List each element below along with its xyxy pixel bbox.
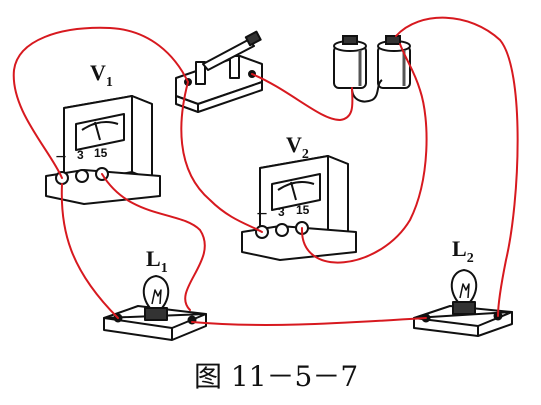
v1-terminal-3: [75, 169, 89, 183]
v2-needle: [290, 181, 297, 201]
l2-socket: [452, 301, 476, 315]
wire-switch-to-battery: [251, 73, 354, 122]
knife-switch: [175, 30, 263, 113]
wire-l1-to-l2: [191, 317, 427, 326]
l1-socket: [144, 307, 168, 321]
l2-label: L2: [452, 236, 474, 266]
v2-terminal-3: [275, 223, 289, 237]
switch-blade: [202, 39, 255, 71]
battery-left: [333, 35, 367, 89]
switch-post-right: [229, 55, 240, 79]
wires: [12, 16, 519, 326]
battery-right: [377, 35, 411, 89]
v2-terminal-label-neg: －: [256, 207, 268, 221]
v2-label: V2: [286, 132, 309, 162]
switch-handle: [244, 30, 262, 47]
v1-terminal-label-neg: －: [55, 150, 67, 164]
voltmeter-v2: [241, 155, 357, 261]
switch-post-left: [195, 61, 206, 85]
wire-v1-to-l1right: [101, 173, 206, 311]
battery-connector-wire: [351, 79, 383, 103]
lamp-l1: [103, 275, 207, 341]
l1-label: L1: [146, 246, 168, 276]
figure-caption: 图 11－5－7: [194, 360, 358, 393]
v1-terminal-label-15: 15: [94, 146, 108, 160]
voltmeter-v1: [45, 95, 161, 205]
switch-base-front: [197, 81, 263, 113]
wire-v1-to-switch: [12, 26, 189, 179]
v2-terminal-label-3: 3: [278, 205, 285, 219]
lamp-l2: [413, 269, 513, 337]
wire-v2-to-battery: [300, 43, 428, 264]
v1-label: V1: [90, 60, 113, 90]
wire-v1-to-l1: [60, 183, 119, 319]
wire-battery-to-l2: [395, 16, 519, 317]
v2-terminal-label-15: 15: [296, 203, 310, 217]
v1-needle: [94, 121, 101, 141]
wire-switch-to-v2: [180, 81, 263, 233]
v1-terminal-label-3: 3: [77, 148, 84, 162]
